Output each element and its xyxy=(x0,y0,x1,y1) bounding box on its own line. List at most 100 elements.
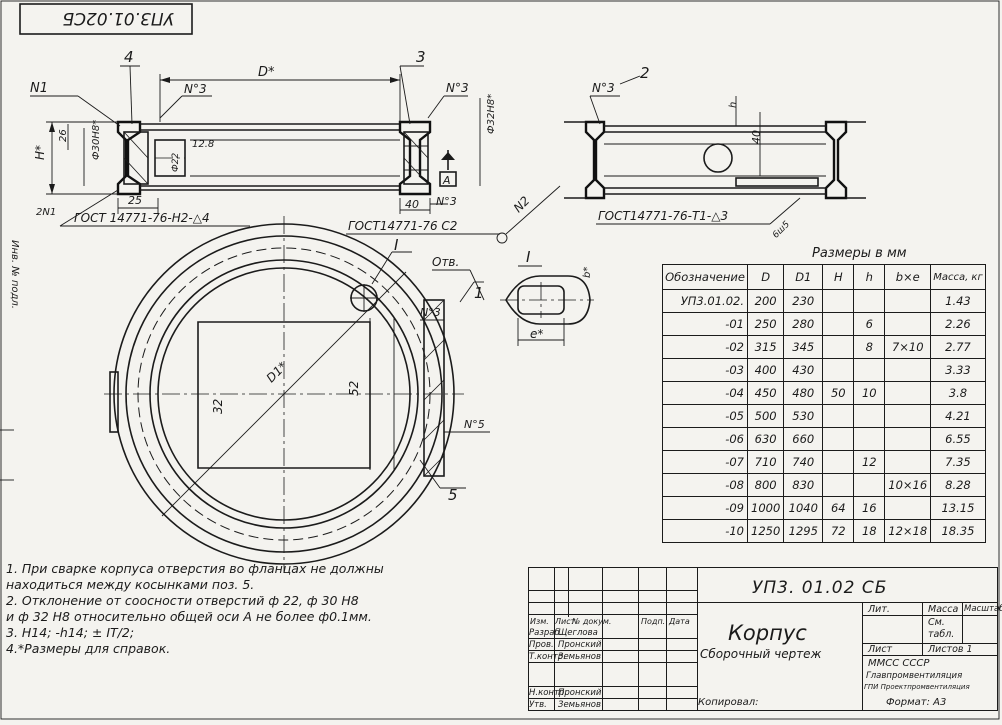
dim-40b-label: 40 xyxy=(750,130,763,144)
rev-header: Подп. xyxy=(641,617,666,626)
col-lit: Лит. xyxy=(868,604,890,615)
table-cell xyxy=(822,335,855,359)
format-label: Формат: А3 xyxy=(886,697,947,708)
label-n3-left: N°3 xyxy=(184,82,207,96)
table-cell: -07 xyxy=(662,450,748,474)
label-otv: Отв. xyxy=(432,255,459,269)
table-header: D xyxy=(746,264,785,290)
table-cell: 3.33 xyxy=(930,358,986,382)
person-name: Земьянов xyxy=(558,700,601,710)
weld-2n1: 2N1 xyxy=(36,207,56,218)
plan-view: D1* 52 32 I Отв. 1 N°3 N°5 5 xyxy=(104,216,490,572)
table-cell: 1295 xyxy=(783,519,824,543)
table-cell xyxy=(884,312,932,336)
table-cell xyxy=(822,427,855,451)
title-block: Изм. Лист № докум. Подп. Дата Разраб. Ще… xyxy=(528,567,1002,711)
table-cell xyxy=(853,473,886,497)
org-line-3: ГПИ Проектпромвентиляция xyxy=(864,683,970,691)
dim-12-8-label: 12.8 xyxy=(192,139,214,150)
table-cell: 430 xyxy=(783,358,824,382)
org-line-2: Главпромвентиляция xyxy=(866,671,963,681)
table-cell: 3.8 xyxy=(930,381,986,405)
mass-note-1: См. xyxy=(928,617,945,628)
table-cell: 2.77 xyxy=(930,335,986,359)
org-line-1: ММСС СССР xyxy=(868,658,930,669)
table-cell: 16 xyxy=(853,496,886,520)
table-cell: 10×16 xyxy=(884,473,932,497)
table-cell xyxy=(822,312,855,336)
table-cell: 400 xyxy=(746,358,785,382)
col-mass: Масса xyxy=(928,604,959,615)
h-small-label: h xyxy=(728,102,739,108)
table-cell: 740 xyxy=(783,450,824,474)
table-cell: 230 xyxy=(783,289,824,313)
datum-a-box xyxy=(439,171,457,187)
e-star-label: e* xyxy=(530,327,543,341)
side-margin-text: Инв. № подл. xyxy=(9,240,20,309)
sheets-label: Листов 1 xyxy=(928,644,973,655)
dim-26-label: 26 xyxy=(58,129,69,142)
sheet-label: Лист xyxy=(868,644,893,655)
table-cell: 7×10 xyxy=(884,335,932,359)
table-header: D1 xyxy=(783,264,824,290)
table-cell: 18.35 xyxy=(930,519,986,543)
table-cell: 800 xyxy=(746,473,785,497)
table-cell xyxy=(822,473,855,497)
note-line: 3. Н14; -h14; ± IT/2; xyxy=(6,625,135,640)
table-cell: 345 xyxy=(783,335,824,359)
person-name: Пронский xyxy=(558,640,602,650)
note-line: и ф 32 Н8 относительно общей оси А не бо… xyxy=(6,609,372,624)
datum-a: A xyxy=(442,174,451,187)
b-star-label: b* xyxy=(582,267,593,278)
table-header: b×e xyxy=(884,264,932,290)
label-n3-right: N°3 xyxy=(592,81,615,95)
table-cell: 64 xyxy=(822,496,855,520)
table-cell xyxy=(822,289,855,313)
dim-40a-label: 40 xyxy=(405,198,419,211)
table-cell: -10 xyxy=(662,519,748,543)
top-stamp-box xyxy=(19,3,193,35)
table-header: H xyxy=(822,264,855,290)
table-cell: 12×18 xyxy=(884,519,932,543)
table-cell xyxy=(822,404,855,428)
table-cell: 660 xyxy=(783,427,824,451)
table-cell: 710 xyxy=(746,450,785,474)
table-cell xyxy=(853,427,886,451)
rev-header: Лист xyxy=(555,617,576,626)
role-label: Пров. xyxy=(529,640,554,650)
table-cell: 8 xyxy=(853,335,886,359)
table-cell: -09 xyxy=(662,496,748,520)
table-caption: Размеры в мм xyxy=(812,246,907,261)
label-n1: N1 xyxy=(30,81,48,96)
table-cell xyxy=(884,427,932,451)
table-cell: 2.26 xyxy=(930,312,986,336)
phi30-label: Ф30Н8* xyxy=(91,120,102,160)
table-cell xyxy=(884,381,932,405)
role-label: Т.контр. xyxy=(529,652,566,662)
label-item3: 3 xyxy=(416,48,426,66)
table-cell: 6.55 xyxy=(930,427,986,451)
label-item4: 4 xyxy=(124,48,134,66)
table-cell xyxy=(853,358,886,382)
table-cell: 1000 xyxy=(746,496,785,520)
table-cell: 10 xyxy=(853,381,886,405)
table-cell: -01 xyxy=(662,312,748,336)
table-cell: 50 xyxy=(822,381,855,405)
doc-number: УП3. 01.02 СБ xyxy=(752,578,888,598)
person-name: Щеглова xyxy=(558,628,598,638)
note-line: 1. При сварке корпуса отверстия во фланц… xyxy=(6,561,384,576)
section-roman: I xyxy=(394,236,399,254)
table-cell xyxy=(884,450,932,474)
table-cell: 450 xyxy=(746,381,785,405)
table-header: Масса, кг xyxy=(930,264,986,290)
col-scale: Масштаб xyxy=(964,604,1002,614)
gost-left: ГОСТ 14771-76-Н2-△4 xyxy=(74,211,210,225)
table-cell: -02 xyxy=(662,335,748,359)
gost-mid: ГОСТ14771-76 С2 xyxy=(348,219,457,233)
